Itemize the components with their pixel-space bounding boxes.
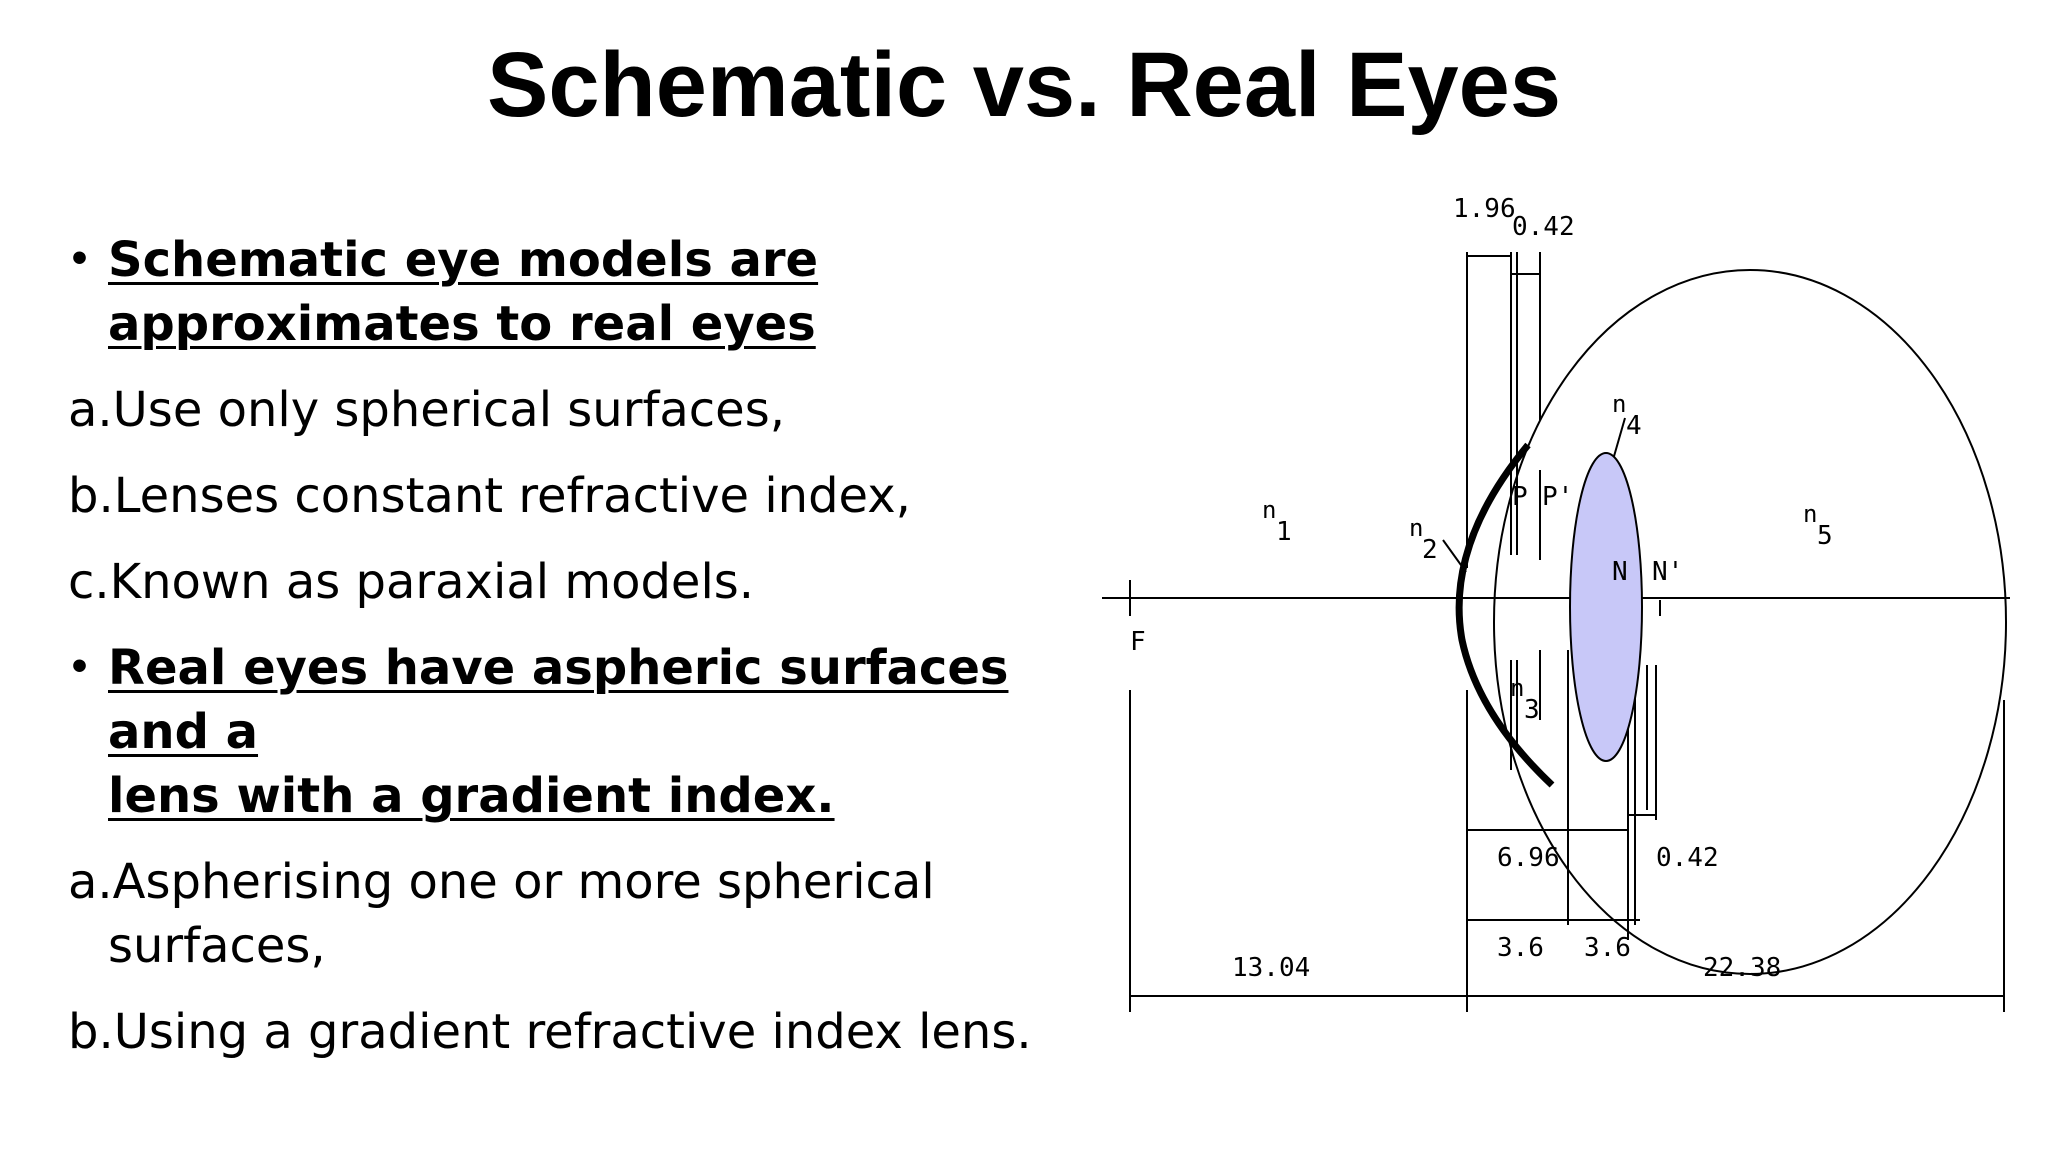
slide-body: • Schematic eye models are approximates …	[68, 228, 1108, 1064]
label-n2: n	[1409, 514, 1423, 542]
dimension-label: 3.6	[1497, 933, 1544, 963]
label-nodal-point-prime: N'	[1652, 557, 1683, 587]
item-text: Aspherising one or more spherical	[112, 854, 935, 910]
item-marker: c.	[68, 554, 110, 610]
schematic-eye-diagram: n 1 n 2 n 3 n 4 n 5 P P' N N' F F' 1.96 …	[1102, 194, 2010, 1012]
list-item: c.Known as paraxial models.	[68, 550, 1108, 614]
label-n3-sub: 3	[1524, 695, 1540, 725]
item-text: Known as paraxial models.	[109, 554, 755, 610]
item-text: Using a gradient refractive index lens.	[113, 1004, 1032, 1060]
bullet-heading-real: • Real eyes have aspheric surfaces and a…	[68, 636, 1108, 828]
dimension-label: 0.42	[1512, 212, 1575, 242]
dimension-label: 6.96	[1497, 843, 1560, 873]
label-n1: n	[1262, 496, 1276, 524]
heading-line: Real eyes have aspheric surfaces and a	[108, 640, 1009, 760]
dimension-label: 13.04	[1232, 953, 1310, 983]
cornea	[1455, 442, 1555, 788]
list-item: b.Lenses constant refractive index,	[68, 464, 1108, 528]
label-n4-sub: 4	[1626, 411, 1642, 441]
label-principal-point-prime: P'	[1542, 482, 1573, 512]
bullet-marker: •	[68, 647, 92, 688]
item-marker: a.	[68, 382, 113, 438]
label-nodal-point: N	[1612, 557, 1628, 587]
bullet-marker: •	[68, 239, 92, 280]
item-marker: a.	[68, 854, 113, 910]
item-marker: b.	[68, 1004, 114, 1060]
item-marker: b.	[68, 468, 114, 524]
item-text: Use only spherical surfaces,	[112, 382, 785, 438]
list-item: a.Use only spherical surfaces,	[68, 378, 1108, 442]
bullet-heading-schematic: • Schematic eye models are approximates …	[68, 228, 1108, 356]
label-n3: n	[1510, 674, 1524, 702]
label-n4: n	[1612, 390, 1626, 418]
label-n1-sub: 1	[1276, 517, 1292, 547]
dimension-label: 1.96	[1453, 194, 1516, 224]
list-item: b.Using a gradient refractive index lens…	[68, 1000, 1108, 1064]
heading-line: approximates to real eyes	[108, 296, 816, 352]
slide-title: Schematic vs. Real Eyes	[487, 34, 1561, 136]
label-n5-sub: 5	[1817, 521, 1833, 551]
dimension-label: 0.42	[1656, 843, 1719, 873]
item-text-continued: surfaces,	[108, 918, 326, 974]
label-principal-point: P	[1512, 482, 1528, 512]
crystalline-lens	[1569, 452, 1643, 762]
dimension-label: 3.6	[1584, 933, 1631, 963]
label-n5: n	[1803, 500, 1817, 528]
label-n2-sub: 2	[1422, 535, 1438, 565]
list-item: a.Aspherising one or more spherical surf…	[68, 850, 1108, 978]
dimension-label: 22.38	[1703, 953, 1781, 983]
item-text: Lenses constant refractive index,	[113, 468, 911, 524]
heading-line: lens with a gradient index.	[108, 768, 835, 824]
label-focal-point: F	[1130, 627, 1146, 657]
heading-line: Schematic eye models are	[108, 232, 819, 288]
eyeball-outline	[1493, 269, 2007, 975]
